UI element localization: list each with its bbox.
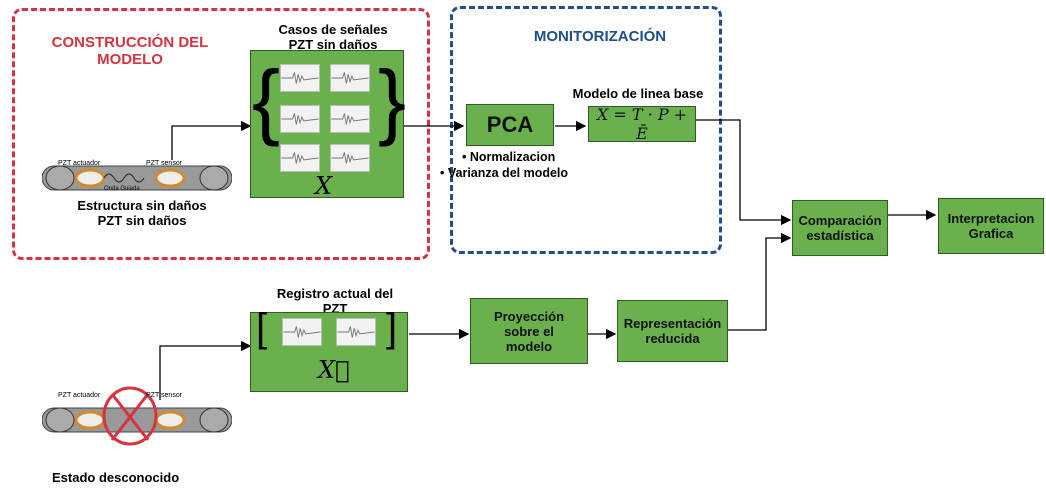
signal-thumbnail — [280, 64, 320, 92]
registro-right-bracket: ] — [386, 306, 398, 350]
baseline-formula-box: X = T · P + Ē — [588, 105, 696, 143]
unknown-structure-illustration — [41, 386, 233, 446]
signals-title: Casos de señales PZT sin daños — [278, 22, 388, 52]
pca-box: PCA — [466, 104, 554, 146]
monitorizacion-title: MONITORIZACIÓN — [533, 28, 667, 45]
construccion-region — [12, 8, 430, 260]
signal-thumbnail — [336, 318, 376, 346]
interpretacion-box: Interpretacion Grafica — [938, 198, 1044, 254]
signal-thumbnail — [280, 105, 320, 133]
registro-left-bracket: [ — [256, 306, 268, 350]
comparacion-box: Comparación estadística — [792, 200, 888, 256]
pca-bullet-normalizacion: • Normalizacion — [462, 150, 556, 164]
signals-matrix-symbol: X — [315, 172, 333, 200]
actuator-label-bottom: PZT actuador — [58, 392, 101, 399]
construccion-title: CONSTRUCCIÓN DEL MODELO — [51, 34, 209, 68]
sensor-label-top: PZT sensor — [146, 160, 183, 167]
baseline-title: Modelo de linea base — [572, 86, 704, 101]
signals-left-brace: { — [252, 53, 281, 147]
actuator-label-top: PZT actuador — [58, 160, 101, 167]
signal-thumbnail — [330, 64, 370, 92]
signal-thumbnail — [282, 318, 322, 346]
signal-thumbnail — [330, 105, 370, 133]
proyeccion-box: Proyección sobre el modelo — [470, 298, 588, 364]
sensor-label-bottom: PZT sensor — [146, 392, 183, 399]
monitorizacion-region — [450, 6, 722, 254]
signal-thumbnail — [330, 144, 370, 172]
signals-right-brace: } — [378, 53, 407, 147]
signals-matrix-box — [250, 50, 404, 198]
healthy-structure-illustration — [41, 160, 233, 200]
registro-matrix-box — [250, 312, 408, 392]
representacion-box: Representación reducida — [617, 300, 728, 362]
signal-thumbnail — [280, 144, 320, 172]
wave-label-top: Onda Guiada — [104, 186, 140, 192]
registro-matrix-symbol: X⃗ — [318, 356, 350, 384]
pca-bullet-varianza: • Varianza del modelo — [440, 166, 569, 180]
unknown-label: Estado desconocido — [52, 470, 180, 485]
structure-label: Estructura sin daños PZT sin daños — [77, 198, 207, 228]
